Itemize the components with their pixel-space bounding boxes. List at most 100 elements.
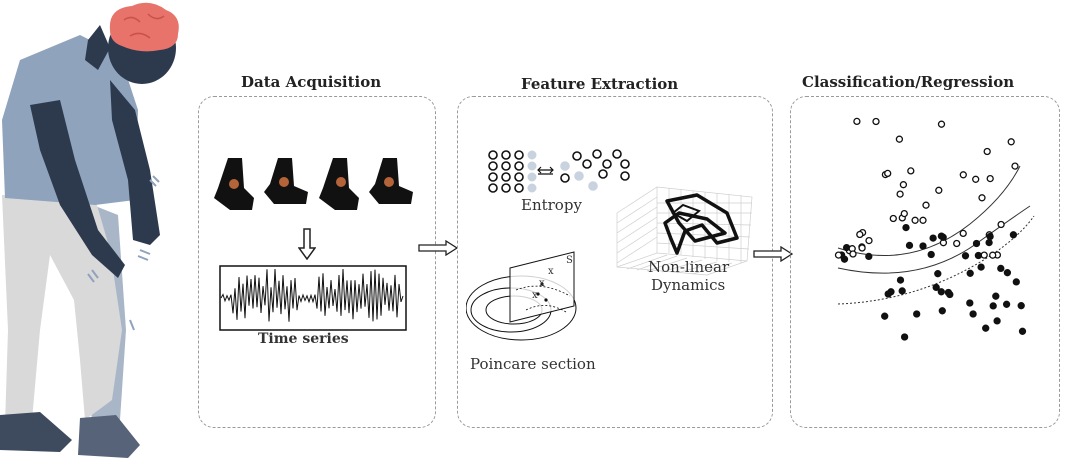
entropy-dot (572, 151, 582, 161)
class-b-point (1018, 327, 1027, 335)
class-a-point (856, 230, 864, 239)
entropy-dot (574, 171, 584, 181)
class-b-point (840, 255, 849, 263)
class-a-point (935, 186, 943, 194)
class-a-point (872, 117, 880, 126)
entropy-dot (527, 161, 537, 171)
class-a-point (865, 236, 873, 245)
poincare-x1-label: x (548, 266, 554, 277)
class-b-point (939, 233, 947, 241)
class-a-point (849, 250, 857, 258)
class-b-point (966, 269, 974, 277)
time-series-plot (219, 265, 407, 331)
class-b-point (966, 299, 974, 307)
class-b-point (898, 287, 906, 295)
class-a-point (983, 147, 991, 156)
class-a-point (959, 229, 967, 238)
class-a-point (834, 251, 843, 259)
class-b-point (1003, 269, 1012, 277)
class-a-point (919, 216, 927, 224)
class-b-point (937, 288, 945, 296)
entropy-dot (582, 159, 592, 169)
time-series-label: Time series (258, 331, 349, 347)
entropy-dot (592, 149, 602, 159)
sensor-sock-icon (369, 158, 413, 204)
nonlinear-dynamics-plot (616, 186, 753, 276)
class-a-point (1011, 162, 1019, 170)
class-b-point (929, 234, 937, 242)
entropy-dot (560, 161, 570, 171)
class-a-point (980, 251, 988, 259)
class-b-point (913, 310, 921, 318)
class-b-point (986, 232, 994, 241)
class-b-point (905, 241, 914, 250)
class-b-point (1017, 302, 1025, 310)
class-b-point (1009, 231, 1018, 239)
class-a-point (895, 135, 904, 143)
entropy-dot (488, 161, 498, 171)
entropy-dot (488, 150, 498, 160)
entropy-dot (560, 173, 570, 183)
class-b-point (927, 250, 935, 259)
entropy-dot (598, 169, 608, 179)
class-b-point (969, 310, 977, 318)
entropy-dot (527, 150, 537, 160)
entropy-dots (488, 149, 630, 193)
class-a-point (953, 239, 961, 248)
right-arrow-icon (418, 240, 458, 256)
entropy-dot (527, 183, 537, 193)
entropy-dot (620, 159, 630, 169)
feature-extraction-panel (457, 96, 773, 428)
class-b-point (896, 276, 905, 284)
nonlinear-label-line1: Non-linear (648, 258, 730, 276)
classification-scatter (834, 117, 1035, 341)
nonlinear-label-line2: Dynamics (651, 276, 726, 294)
entropy-dot (488, 172, 498, 182)
poincare-x2-label: x (539, 278, 545, 289)
class-b-point (887, 288, 895, 296)
class-a-point (937, 120, 946, 128)
entropy-dot (501, 172, 511, 182)
entropy-dot (501, 150, 511, 160)
class-a-point (978, 194, 986, 202)
class-a-point (889, 214, 897, 223)
entropy-dot (588, 181, 598, 191)
class-b-point (938, 307, 946, 315)
class-b-point (972, 239, 981, 248)
poincare-x3-label: x (532, 290, 538, 301)
class-b-point (989, 302, 997, 310)
entropy-dot (488, 183, 498, 193)
class-b-point (919, 242, 927, 250)
class-a-point (884, 169, 892, 178)
class-a-point (900, 209, 908, 218)
class-b-point (961, 252, 970, 260)
class-a-point (853, 117, 861, 126)
class-a-point (896, 190, 904, 198)
class-b-point (865, 252, 873, 261)
class-a-point (959, 171, 967, 179)
classification-regression-title: Classification/Regression (802, 73, 1015, 91)
entropy-dot (612, 149, 622, 159)
entropy-dot (514, 161, 524, 171)
class-b-point (997, 264, 1005, 273)
class-b-point (985, 238, 993, 247)
class-b-point (881, 312, 889, 320)
entropy-dot (501, 161, 511, 171)
data-acquisition-title: Data Acquisition (241, 73, 382, 91)
class-b-point (902, 223, 910, 232)
poincare-s-label: S (566, 255, 573, 266)
classification-regression-panel (790, 96, 1060, 428)
entropy-dot (514, 172, 524, 182)
person-with-tremor-icon (0, 2, 179, 458)
class-a-point (1007, 138, 1015, 146)
class-a-point (986, 174, 994, 183)
class-b-point (900, 333, 909, 341)
class-a-point (911, 216, 919, 224)
poincare-section-plot (466, 251, 577, 341)
entropy-dot (501, 183, 511, 193)
down-arrow-icon (298, 228, 316, 260)
class-b-point (974, 251, 983, 260)
data-acquisition-panel (198, 96, 436, 428)
class-a-point (997, 220, 1005, 229)
class-b-point (993, 317, 1001, 325)
